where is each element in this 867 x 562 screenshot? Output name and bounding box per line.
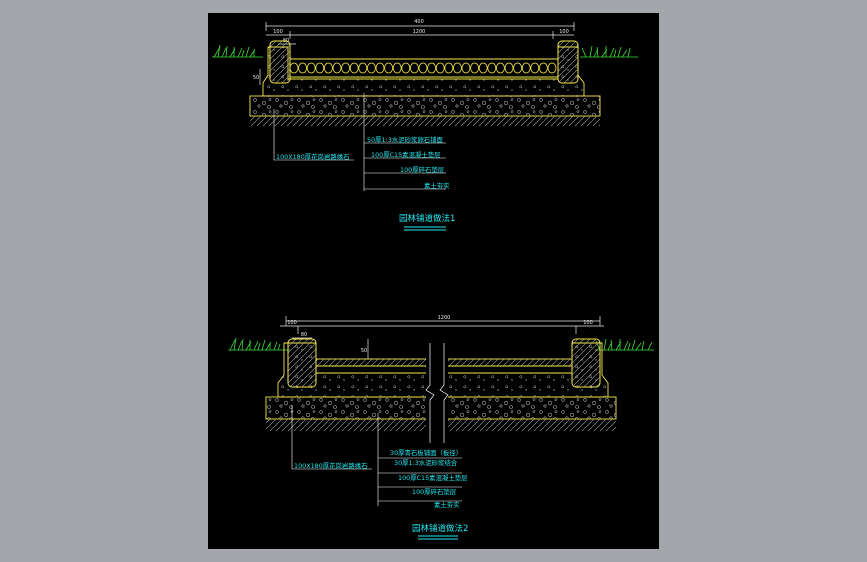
section-2-drawing: 1200 100 100 80 50 [228, 315, 654, 540]
cobble [444, 62, 454, 74]
cobble [513, 62, 523, 74]
label-gravel-2: 100厚碎石垫层 [412, 487, 457, 496]
title-section-2: 园林铺道做法2 [412, 523, 468, 534]
dim-overall-1: 400 [414, 19, 424, 25]
dim-left-edge-2: 100 [287, 320, 297, 326]
cobble [478, 62, 488, 74]
label-concrete-2: 100厚C15素混凝土垫层 [398, 473, 468, 482]
cobble [349, 62, 359, 74]
section-1-drawing: 400 1200 100 100 80 50 [212, 19, 638, 231]
dim-overall-2: 1200 [438, 315, 451, 321]
dim-height-2: 50 [361, 348, 367, 354]
cobble [487, 62, 497, 74]
dim-right-edge-2: 100 [583, 320, 593, 326]
label-paving-1: 50厚1:3水泥砂浆卵石铺面 [367, 135, 444, 144]
cobble [521, 62, 531, 74]
curb-right-2 [571, 338, 601, 388]
cobble [409, 62, 419, 74]
drawing-canvas: 400 1200 100 100 80 50 [212, 19, 654, 540]
cobble [306, 62, 316, 74]
cobble [427, 62, 437, 74]
cobble [341, 62, 351, 74]
dim-right-edge-1: 100 [559, 29, 569, 35]
label-curb-2: 100X180厚花岗岩路缘石 [294, 461, 368, 470]
grass-left-1 [212, 44, 263, 58]
cobble [324, 62, 333, 74]
dimension-chain-2 [280, 316, 604, 359]
title-section-1: 园林铺道做法1 [399, 213, 455, 224]
cobble [470, 62, 480, 74]
label-gravel-1: 100厚碎石垫层 [400, 165, 445, 174]
leader-lines-2 [291, 405, 462, 506]
concrete-layer-1 [262, 46, 585, 97]
cobble [418, 62, 428, 74]
cobble [358, 62, 368, 74]
curb-left-2 [287, 338, 317, 388]
curb-right-1 [557, 40, 579, 84]
pavement-structure-1 [249, 40, 601, 126]
grass-right-1 [580, 45, 638, 58]
dim-curb-2: 80 [301, 332, 307, 338]
label-concrete-1: 100厚C15素混凝土垫层 [371, 150, 441, 159]
cobble [401, 62, 411, 74]
cobble [495, 62, 505, 74]
cobble [547, 62, 557, 74]
grass-right-2 [595, 338, 654, 351]
cobble [435, 62, 445, 74]
cobble [538, 62, 548, 74]
cobble [384, 62, 394, 74]
dim-left-edge-1: 100 [273, 29, 283, 35]
pavement-structure-2 [265, 338, 617, 443]
cobble [392, 62, 402, 74]
grass-left-2 [228, 337, 290, 351]
label-mortar-2: 30厚1:3水泥砂浆结合 [394, 458, 458, 467]
label-paving-2: 30厚青石板铺面（板径） [390, 448, 462, 457]
label-curb-1: 100X180厚花岗岩路缘石 [276, 152, 350, 161]
curb-left-1 [269, 40, 291, 84]
leader-lines-1 [273, 93, 446, 191]
cobble [461, 62, 471, 74]
break-gap-2 [426, 343, 448, 443]
cobble [315, 62, 325, 74]
cobble [332, 62, 342, 74]
cobble [366, 62, 376, 74]
soil-hatch-1 [250, 116, 600, 126]
dim-inner-1: 1200 [413, 29, 426, 35]
label-soil-1: 素土夯实 [424, 181, 450, 190]
gravel-layer-1 [249, 95, 601, 117]
cobble [375, 62, 385, 74]
cobble [504, 62, 514, 74]
cobble-paving-1 [289, 62, 557, 74]
cobble [289, 62, 299, 74]
cobble [298, 62, 307, 74]
dim-height-1: 50 [253, 75, 259, 81]
cobble [530, 62, 540, 74]
label-soil-2: 素土夯实 [434, 500, 460, 509]
cobble [452, 62, 462, 74]
drawing-sheet: 400 1200 100 100 80 50 [208, 13, 659, 549]
